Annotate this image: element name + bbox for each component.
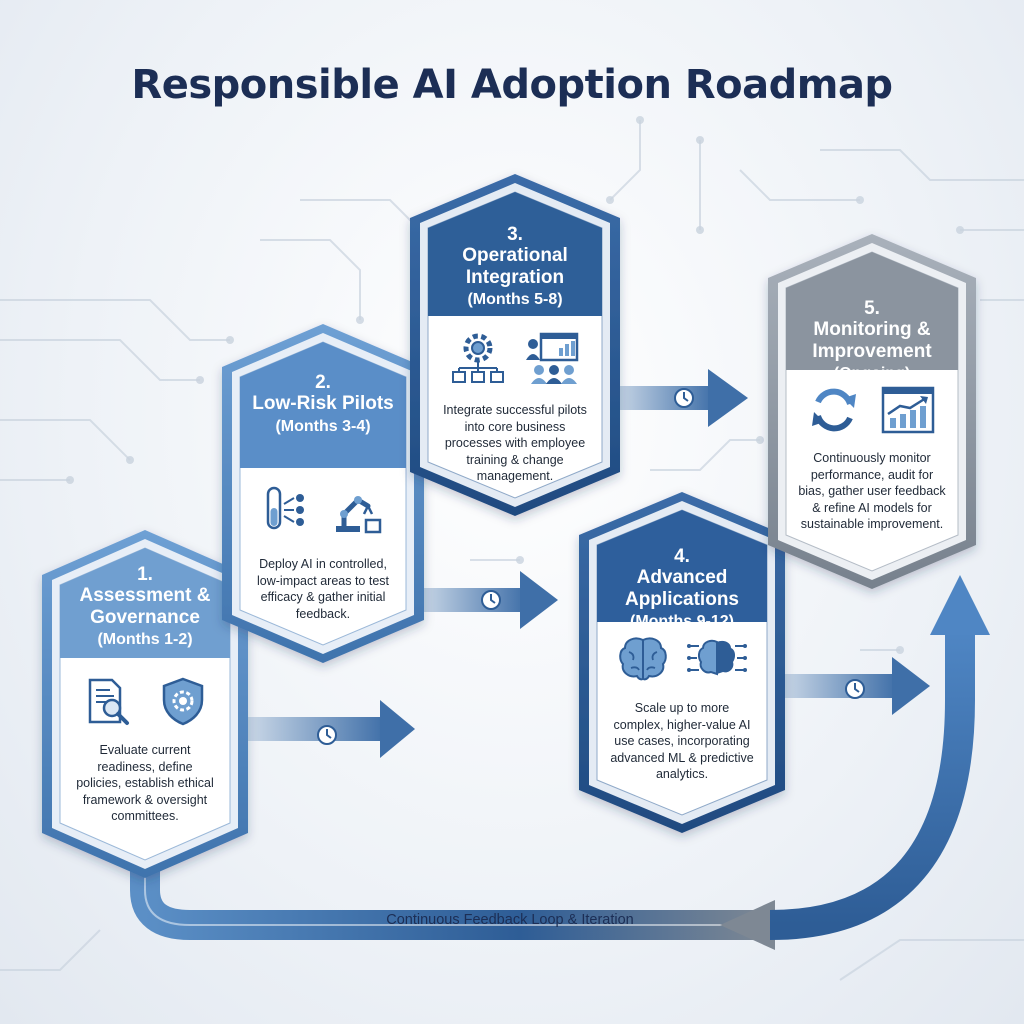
stage-1-hexagon [42,530,248,878]
stage-number: 2. [315,372,331,393]
stage-description: Scale up to more complex, higher-value A… [610,701,754,781]
stage-number: 4. [674,546,690,567]
document-search-icon [88,678,129,725]
stage-name: Low-Risk Pilots [252,393,394,415]
stage-period: (Months 5-8) [467,290,563,308]
stage-5-hexagon [768,234,976,589]
feedback-loop-label: Continuous Feedback Loop & Iteration [386,912,634,928]
stage-1: 1. Assessment & Governance (Months 1-2) … [60,548,230,860]
stage-description: Continuously monitor performance, audit … [798,451,946,531]
stage-period: (Months 9-12) [630,612,734,630]
clock-icon [845,679,865,699]
robotic-arm-icon [336,496,382,534]
stage-name: Assessment & Governance [79,585,211,628]
stage-period: (Months 3-4) [275,417,371,435]
circuit-brain-icon [687,639,747,676]
clock-icon [481,590,501,610]
stage-header: 2. Low-Risk Pilots (Months 3-4) [240,372,406,435]
stage-2-hexagon [222,324,424,663]
stage-period: (Ongoing) [833,364,911,382]
stage-5: 5. Monitoring & Improvement (Ongoing) Co… [786,252,958,571]
stage-2: 2. Low-Risk Pilots (Months 3-4) Deploy A… [240,342,406,645]
stage-period: (Months 1-2) [97,630,193,648]
stage-name: Operational Integration [462,245,568,288]
stage-number: 3. [507,224,523,245]
brain-icon [619,637,667,681]
page-title: Responsible AI Adoption Roadmap [131,62,893,108]
stage-header: 4. Advanced Applications (Months 9-12) [597,546,767,631]
stage-number: 1. [137,564,153,585]
stage-4-hexagon [579,492,785,833]
clock-icon [317,725,337,745]
feedback-loop-arrow [130,575,990,950]
stage-3-hexagon [410,174,620,516]
clock-icon [674,388,694,408]
refresh-cycle-icon [812,388,856,432]
stage-description: Evaluate current readiness, define polic… [76,743,214,823]
connector-arrows [230,369,930,758]
gear-network-icon [452,333,504,383]
stage-name: Monitoring & Improvement [812,319,932,362]
stage-number: 5. [864,298,880,319]
stage-3: 3. Operational Integration (Months 5-8) … [428,192,602,498]
shield-gear-icon [162,677,204,726]
stage-header: 3. Operational Integration (Months 5-8) [428,224,602,309]
stage-header: 5. Monitoring & Improvement (Ongoing) [786,298,958,383]
stage-header: 1. Assessment & Governance (Months 1-2) [60,564,230,649]
growth-chart-icon [881,386,935,434]
circuit-background [0,120,1024,981]
stage-name: Advanced Applications [624,567,739,610]
stage-4: 4. Advanced Applications (Months 9-12) S… [597,510,767,815]
stage-description: Integrate successful pilots into core bu… [443,403,587,483]
test-tube-icon [266,486,304,530]
team-presentation-icon [526,332,579,384]
stage-description: Deploy AI in controlled, low-impact area… [257,557,389,621]
